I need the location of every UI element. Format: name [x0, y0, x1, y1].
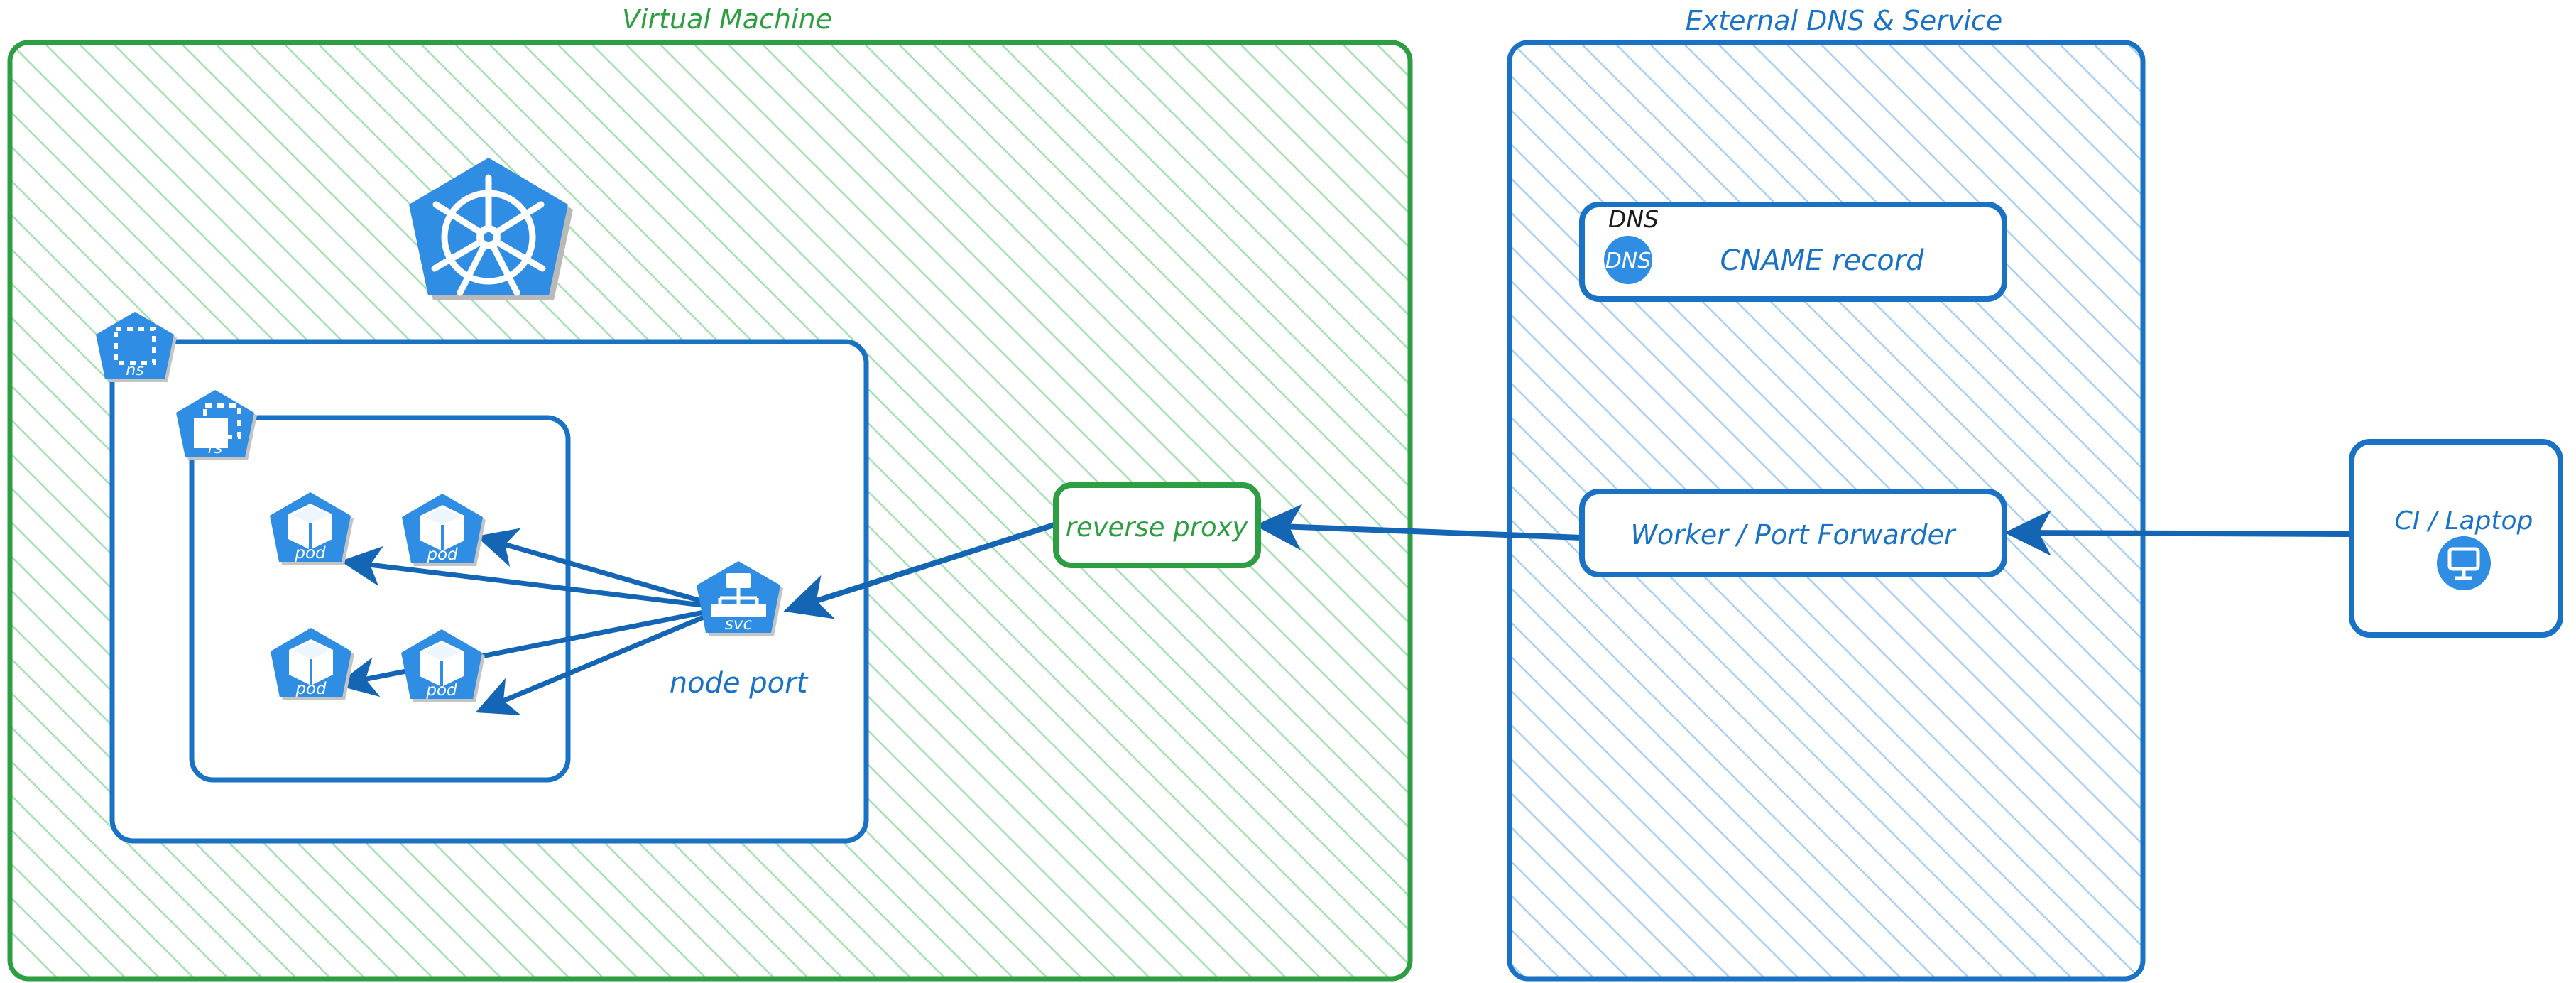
pod-cube-icon: [420, 641, 464, 687]
kubernetes-logo: [409, 158, 573, 300]
arrow-svc-to-pod-1: [340, 545, 728, 611]
node-port-caption: node port: [670, 667, 809, 700]
arrow-worker-to-reverse-proxy: [1255, 504, 1585, 550]
ns-label: ns: [126, 362, 143, 379]
panel-title-external-dns-service: External DNS & Service: [1686, 5, 2002, 36]
svc-label: svc: [725, 615, 753, 634]
box-reverse-proxy[interactable]: [1053, 482, 1261, 568]
k8s-node-pod-3[interactable]: pod: [271, 628, 354, 700]
dns-tag-label: DNS: [1608, 205, 1659, 233]
pod-cube-icon: [289, 639, 333, 685]
pod-3-label: pod: [295, 680, 327, 698]
dns-icon-label: DNS: [1605, 249, 1652, 273]
service-tree-icon: [711, 573, 766, 617]
rs-label: rs: [208, 440, 223, 457]
cname-record-label: CNAME record: [1720, 244, 1924, 277]
arrow-svc-to-pod-4: [475, 605, 728, 715]
panel-title-virtual-machine: Virtual Machine: [622, 4, 832, 35]
k8s-node-svc[interactable]: svc: [697, 561, 783, 636]
k8s-node-pod-4[interactable]: pod: [401, 629, 485, 702]
dns-circle-icon: [1604, 236, 1652, 284]
pod-1-label: pod: [294, 544, 326, 563]
worker-port-forwarder-label: Worker / Port Forwarder: [1630, 519, 1956, 550]
arrow-ci-laptop-to-worker: [2004, 509, 2354, 556]
k8s-node-pod-2[interactable]: pod: [402, 494, 486, 566]
replicaset-icon: [194, 403, 241, 448]
box-worker-port-forwarder[interactable]: [1579, 489, 2007, 577]
k8s-node-rs[interactable]: rs: [176, 390, 257, 460]
pod-4-label: pod: [425, 681, 457, 700]
arrow-reverse-proxy-to-service: [783, 520, 1064, 619]
pod-cube-icon: [288, 504, 332, 550]
dns-box-border: [1579, 202, 2007, 302]
box-ci-laptop[interactable]: [2349, 439, 2563, 638]
k8s-node-ns[interactable]: ns: [96, 312, 177, 382]
reverse-proxy-box-border: [1053, 482, 1261, 568]
pod-2-label: pod: [426, 545, 458, 564]
k8s-node-pod-1[interactable]: pod: [270, 492, 354, 565]
worker-box-border: [1579, 489, 2007, 577]
desktop-monitor-icon: [2437, 536, 2491, 590]
arrow-svc-to-pod-2: [476, 528, 728, 611]
pod-cube-icon: [420, 505, 464, 551]
ci-laptop-label: CI / Laptop: [2395, 506, 2533, 536]
box-dns-record[interactable]: [1579, 202, 2007, 302]
replicaset-container: [189, 415, 571, 783]
reverse-proxy-label: reverse proxy: [1066, 512, 1249, 543]
namespace-icon: [114, 327, 156, 365]
